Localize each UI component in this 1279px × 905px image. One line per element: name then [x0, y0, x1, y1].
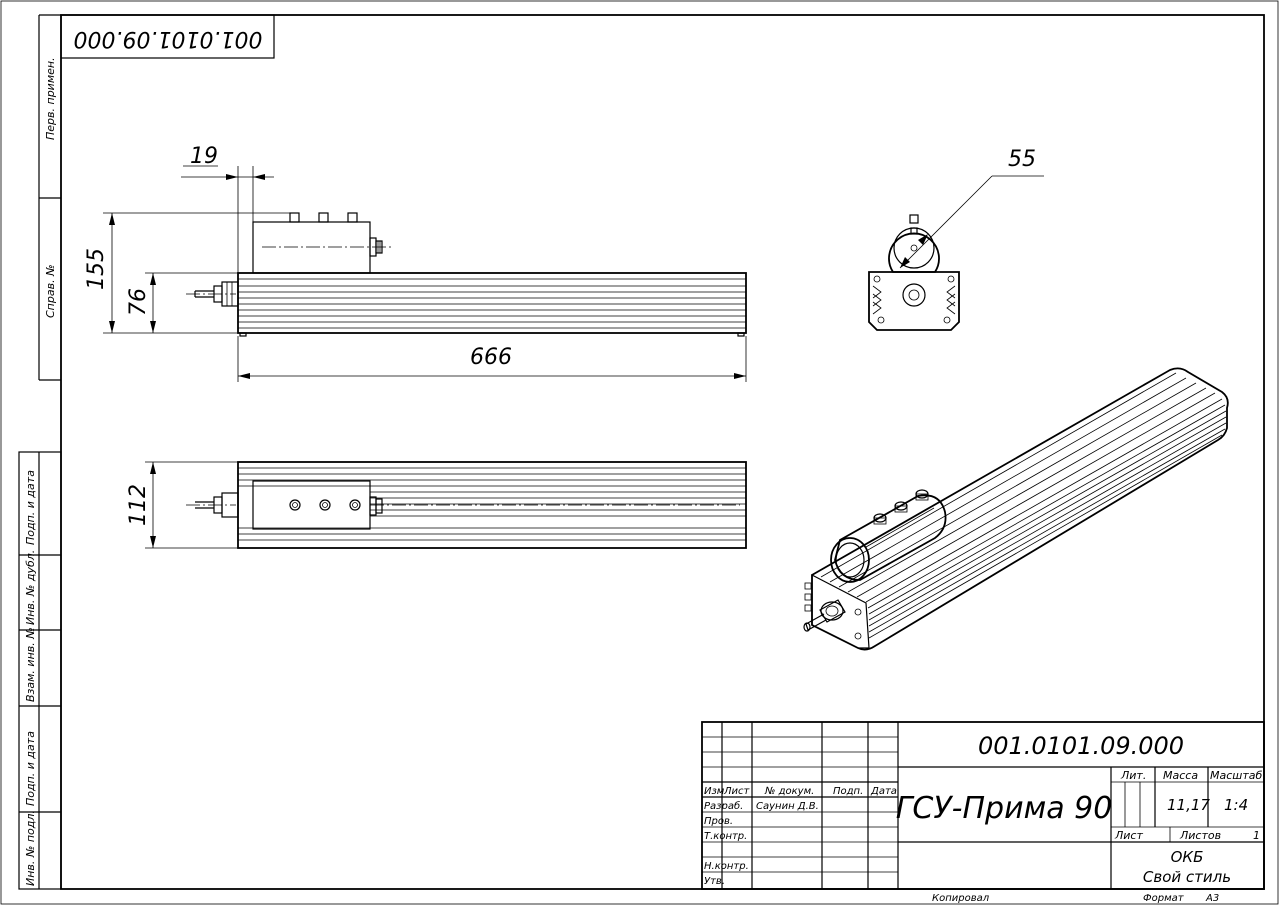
razrab-name: Саунин Д.В.	[756, 801, 819, 812]
format-value: А3	[1205, 893, 1219, 904]
listov-value: 1	[1253, 829, 1260, 842]
side-label-sprav-no: Справ. №	[44, 264, 57, 318]
top-stamp-number: 001.0101.09.000	[74, 26, 263, 51]
org-line-2: Свой стиль	[1143, 868, 1231, 886]
masshtab-label: Масштаб	[1210, 769, 1262, 782]
side-label-vzam-inv: Взам. инв. №	[24, 627, 37, 702]
massa-label: Масса	[1163, 769, 1198, 782]
side-label-inv-podl: Инв. № подл.	[24, 810, 37, 886]
masshtab-value: 1:4	[1224, 796, 1248, 814]
kopiroval-label: Копировал	[932, 893, 990, 904]
row-utv: Утв.	[704, 876, 725, 887]
top-stamp-box: 001.0101.09.000	[60, 14, 275, 59]
row-nkontr: Н.контр.	[704, 861, 749, 872]
hdr-list: Лист	[723, 786, 751, 797]
hdr-izm: Изм	[704, 786, 725, 797]
dim-112: 112	[126, 484, 151, 526]
dim-55: 55	[1008, 147, 1036, 172]
row-tkontr: Т.контр.	[704, 831, 747, 842]
hdr-dokum: № докум.	[764, 786, 814, 797]
front-view: 19 155 76 666	[84, 144, 747, 382]
row-prov: Пров.	[704, 816, 733, 827]
side-label-podp-data-1: Подп. и дата	[24, 470, 37, 545]
side-label-perv-primen: Перв. примен.	[44, 57, 57, 140]
left-label-strip: Перв. примен. Справ. № Подп. и дата Инв.…	[18, 14, 62, 890]
row-razrab: Разраб.	[704, 800, 743, 812]
dim-76: 76	[126, 288, 151, 316]
dim-155: 155	[84, 248, 109, 290]
hdr-data: Дата	[870, 786, 897, 797]
hdr-podp: Подп.	[833, 786, 863, 797]
dim-19: 19	[190, 144, 218, 169]
top-view: 112	[126, 461, 747, 549]
dim-666: 666	[470, 345, 512, 370]
list-label: Лист	[1114, 829, 1143, 842]
format-label: Формат	[1143, 893, 1185, 904]
side-view: 55	[868, 147, 1044, 331]
lit-label: Лит.	[1120, 769, 1146, 782]
org-line-1: ОКБ	[1171, 848, 1204, 866]
listov-label: Листов	[1179, 829, 1221, 842]
title-block: 001.0101.09.000 ГСУ-Прима 90 Изм Лист № …	[701, 721, 1265, 904]
title-doc-number: 001.0101.09.000	[978, 732, 1184, 760]
side-label-inv-dubl: Инв. № дубл.	[24, 550, 37, 625]
massa-value: 11,17	[1167, 796, 1210, 814]
side-label-podp-data-2: Подп. и дата	[24, 731, 37, 806]
isometric-view	[803, 367, 1229, 651]
title-product-name: ГСУ-Прима 90	[896, 791, 1113, 826]
